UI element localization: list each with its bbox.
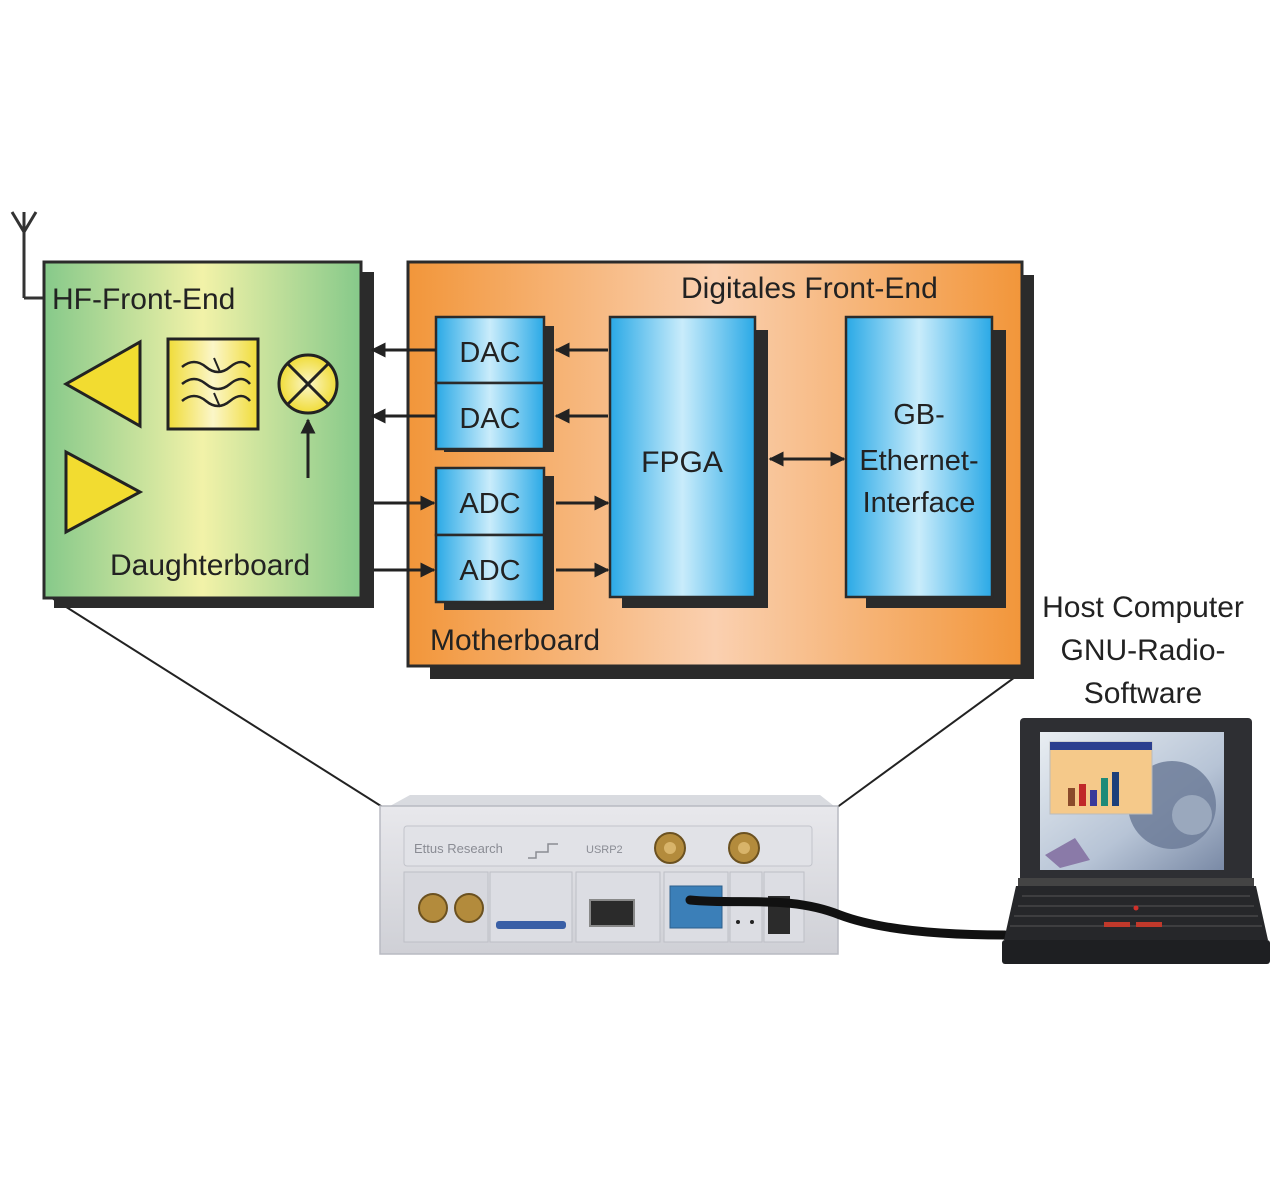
laptop-base — [1002, 940, 1270, 964]
laptop-keyboard-deck — [1004, 886, 1268, 940]
mouse-button-right — [1136, 922, 1162, 927]
motherboard-label: Motherboard — [430, 624, 600, 657]
screen-window-titlebar — [1050, 742, 1152, 750]
mimo-port-icon — [589, 899, 635, 927]
ethernet-cable — [685, 895, 1010, 940]
sma-connector-center — [664, 842, 676, 854]
ethernet-label-line1: GB- — [893, 399, 945, 431]
screen-card-graphic — [1045, 838, 1090, 868]
ref-clock-connector-icon — [418, 893, 448, 923]
laptop-hinge — [1018, 878, 1254, 886]
adc-label-2: ADC — [459, 555, 520, 587]
digital-front-end-block: Digitales Front-End Motherboard DAC DAC … — [406, 260, 1034, 679]
adc-label-1: ADC — [459, 488, 520, 520]
sd-card-slot-icon — [496, 921, 566, 929]
host-label-line1: Host Computer — [1042, 591, 1244, 624]
mouse-button-left — [1104, 922, 1130, 927]
laptop-icon — [1002, 718, 1270, 964]
host-computer-label: Host Computer GNU-Radio- Software — [1042, 591, 1244, 710]
device-brand: Ettus Research — [414, 841, 503, 856]
hf-front-end-block: HF-Front-End Daughterboard — [42, 260, 374, 608]
zoom-line-left — [51, 597, 385, 809]
screen-chart-bar — [1101, 778, 1108, 806]
dac-block-2 — [434, 381, 546, 451]
device-label-strip — [403, 825, 813, 867]
receive-amplifier-icon — [62, 339, 142, 429]
adc-block-1 — [434, 466, 546, 537]
usrp2-device: Ettus Research USRP2 — [379, 795, 839, 955]
device-model: USRP2 — [586, 844, 623, 856]
ethernet-interface-block — [844, 315, 994, 599]
fpga-block — [608, 315, 757, 599]
adc-block-2 — [434, 533, 546, 604]
antenna-icon — [10, 211, 44, 300]
sd-card-panel — [489, 871, 573, 943]
device-top — [390, 795, 834, 806]
screen-cd-center — [1172, 795, 1212, 835]
mixer-icon — [277, 353, 339, 415]
host-label-line2: GNU-Radio- — [1060, 634, 1225, 667]
fpga-label: FPGA — [641, 446, 723, 479]
daughterboard-label: Daughterboard — [110, 549, 310, 582]
hf-front-end-title: HF-Front-End — [52, 283, 235, 316]
led-panel — [729, 871, 763, 943]
ethernet-label-line3: Interface — [863, 487, 976, 519]
pps-connector-icon — [454, 893, 484, 923]
digital-front-end-title: Digitales Front-End — [681, 272, 938, 305]
screen-chart-bar — [1090, 790, 1097, 806]
screen-chart-bar — [1068, 788, 1075, 806]
device-logo-icon — [528, 843, 558, 859]
host-label-line3: Software — [1084, 677, 1202, 710]
zoom-line-right — [835, 671, 1023, 809]
dac-label-1: DAC — [459, 337, 520, 369]
transmit-amplifier-icon — [64, 449, 144, 535]
screen-chart-bar — [1112, 772, 1119, 806]
led-icon — [736, 920, 740, 924]
ethernet-label-line2: Ethernet- — [859, 445, 978, 477]
sma-connector-center — [738, 842, 750, 854]
dac-block-1 — [434, 315, 546, 385]
ethernet-port-icon — [669, 885, 723, 929]
filter-icon — [166, 337, 260, 431]
dac-label-2: DAC — [459, 403, 520, 435]
signal-arrows — [370, 342, 846, 578]
trackpoint-icon — [1133, 905, 1139, 911]
led-icon — [750, 920, 754, 924]
screen-chart-bar — [1079, 784, 1086, 806]
